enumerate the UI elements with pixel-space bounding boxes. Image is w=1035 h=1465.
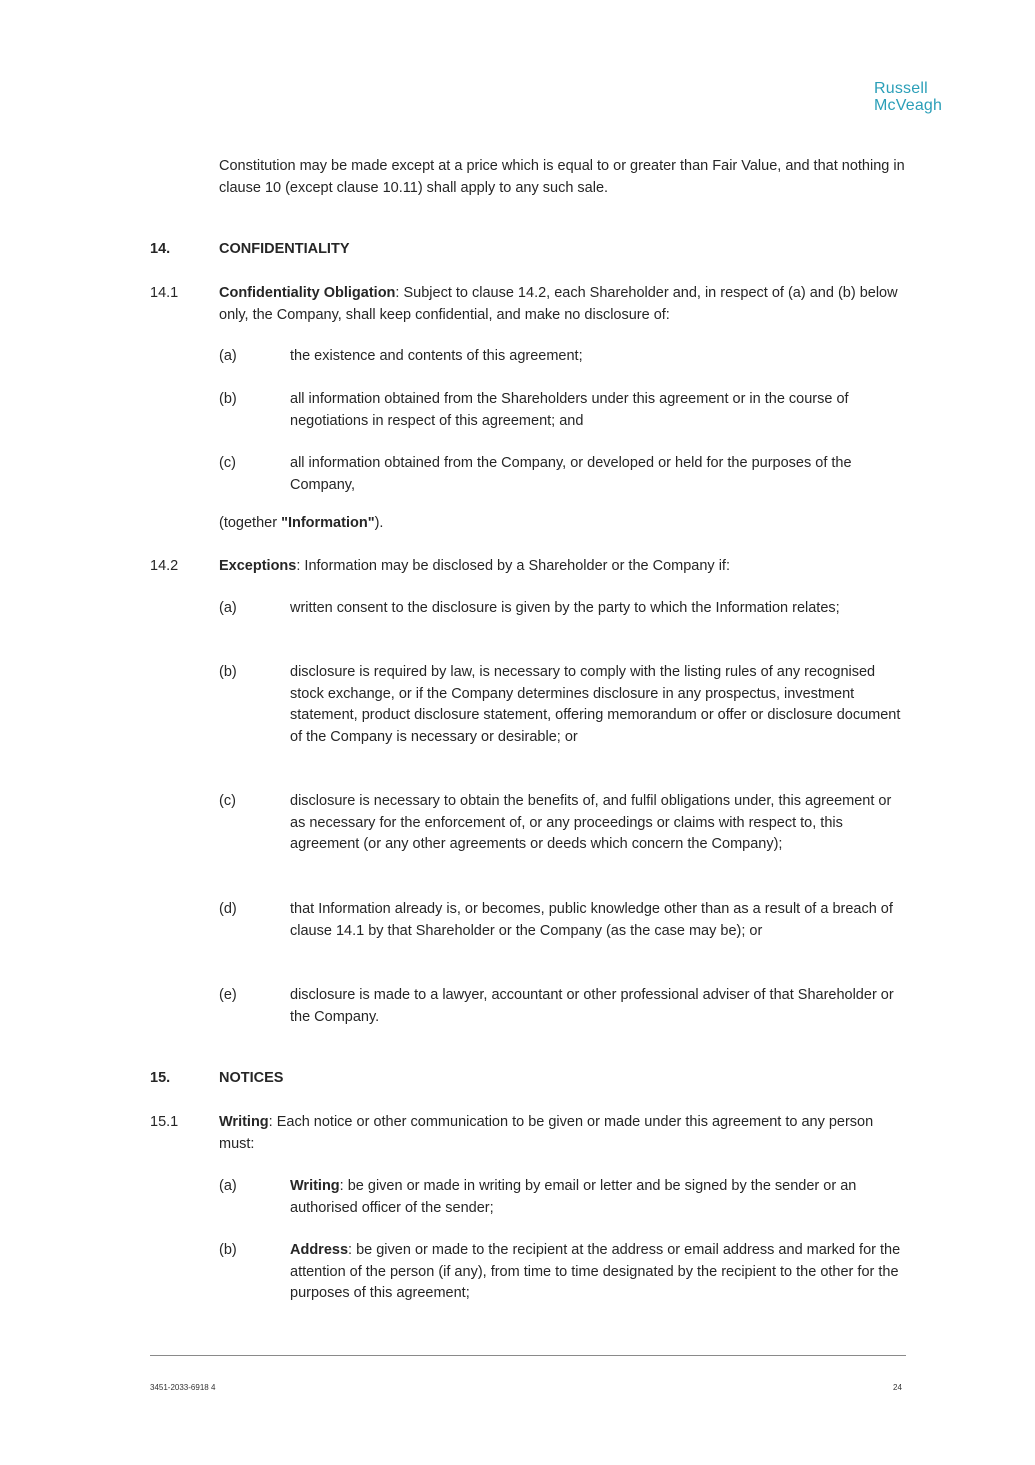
logo-line-1: Russell: [874, 80, 928, 97]
clause-14-1-c-text: all information obtained from the Compan…: [290, 455, 852, 493]
page-number: 24: [893, 1383, 902, 1392]
together-information: (together "Information").: [219, 513, 909, 535]
clause-14-2-c-label: (c): [219, 793, 236, 809]
clause-14-1-a-label: (a): [219, 348, 237, 364]
clause-14-2-d-text: that Information already is, or becomes,…: [290, 901, 893, 939]
section-15-number: 15.: [150, 1070, 171, 1086]
clause-15-1-b-label: (b): [219, 1242, 237, 1258]
clause-14-2-e-text: disclosure is made to a lawyer, accounta…: [290, 987, 894, 1025]
clause-14-1-label: Confidentiality Obligation: [219, 285, 396, 301]
footer-rule: [150, 1355, 906, 1356]
section-15-title: NOTICES: [219, 1070, 284, 1086]
clause-14-2-b-label: (b): [219, 664, 237, 680]
clause-14-2-label: Exceptions: [219, 558, 297, 574]
clause-14-2-number: 14.2: [150, 558, 179, 574]
clause-14-1-text: Confidentiality Obligation: Subject to c…: [219, 283, 909, 326]
clause-14-1-body: : Subject to clause 14.2, each Sharehold…: [219, 285, 898, 323]
clause-15-1-a-term: Writing: [290, 1178, 340, 1194]
clause-15-1-label: Writing: [219, 1114, 269, 1130]
clause-14-2-text: Exceptions: Information may be disclosed…: [219, 556, 909, 578]
clause-15-1-a-text: Writing: be given or made in writing by …: [290, 1176, 905, 1219]
clause-15-1-a-label: (a): [219, 1178, 237, 1194]
clause-14-1-b-label: (b): [219, 391, 237, 407]
section-14-title: CONFIDENTIALITY: [219, 241, 350, 257]
clause-15-1-body: : Each notice or other communication to …: [219, 1114, 874, 1152]
clause-14-1-b-text: all information obtained from the Shareh…: [290, 391, 849, 429]
clause-14-2-a-text: written consent to the disclosure is giv…: [290, 600, 840, 616]
clause-14-2-a-label: (a): [219, 600, 237, 616]
clause-14-1-number: 14.1: [150, 285, 179, 301]
clause-15-1-a-body: : be given or made in writing by email o…: [290, 1178, 857, 1216]
clause-14-2-b-text: disclosure is required by law, is necess…: [290, 664, 901, 745]
clause-14-2-d-label: (d): [219, 901, 237, 917]
logo-line-2: McVeagh: [874, 97, 943, 114]
clause-15-1-b-term: Address: [290, 1242, 349, 1258]
section-14-number: 14.: [150, 241, 171, 257]
clause-14-2-e-label: (e): [219, 987, 237, 1003]
together-term: "Information": [281, 515, 375, 531]
clause-14-1-a-text: the existence and contents of this agree…: [290, 348, 583, 364]
clause-15-1-b-body: : be given or made to the recipient at t…: [290, 1242, 901, 1301]
russell-mcveagh-logo: Russell McVeagh: [874, 80, 954, 114]
clause-14-1-c-label: (c): [219, 455, 236, 471]
clause-15-1-b-text: Address: be given or made to the recipie…: [290, 1240, 905, 1305]
together-pre: (together: [219, 515, 282, 531]
together-post: ).: [374, 515, 384, 531]
clause-15-1-number: 15.1: [150, 1114, 179, 1130]
clause-15-1-text: Writing: Each notice or other communicat…: [219, 1112, 909, 1155]
clause-14-2-body: : Information may be disclosed by a Shar…: [296, 558, 730, 574]
intro-paragraph: Constitution may be made except at a pri…: [219, 158, 905, 196]
clause-14-2-c-text: disclosure is necessary to obtain the be…: [290, 793, 892, 852]
document-reference: 3451-2033-6918 4: [150, 1383, 216, 1392]
